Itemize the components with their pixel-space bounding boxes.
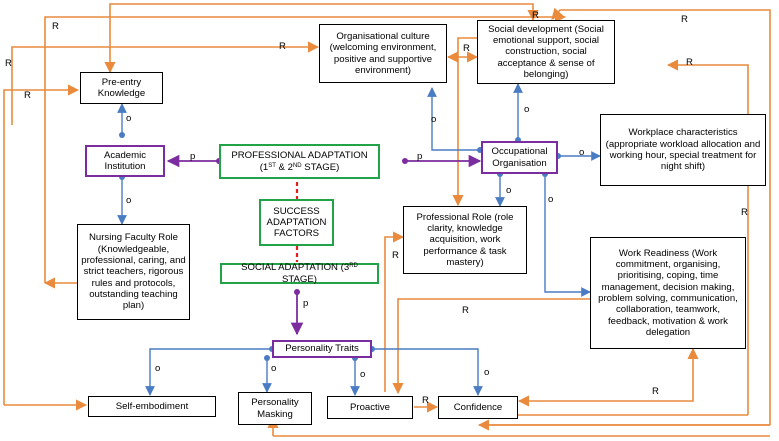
occupational-organisation-box: Occupational Organisation [481, 141, 558, 174]
edge-label-o: o [548, 194, 554, 205]
social-development-text: Social development (Social emotional sup… [488, 23, 604, 80]
edge-label-o: o [155, 363, 161, 374]
proactive-text: Proactive [350, 401, 390, 413]
r-line-workreadiness-proactive [392, 298, 590, 395]
organisational-culture-box: Organisational culture (welcoming enviro… [319, 24, 447, 83]
o-line-personality-confidence [372, 348, 483, 396]
edge-label-r: R [279, 41, 286, 52]
work-readiness-text: Work Readiness (Work commitment, organis… [598, 247, 738, 338]
edge-label-p: p [190, 151, 196, 162]
confidence-text: Confidence [453, 401, 503, 413]
r-line-right-inner [666, 59, 749, 415]
workplace-characteristics-box: Workplace characteristics (appropriate w… [600, 114, 766, 186]
r-line-preentry-culture [11, 41, 320, 125]
edge-label-r: R [5, 58, 12, 69]
nursing-faculty-role-box: Nursing Faculty Role (Knowledgeable, pro… [77, 224, 190, 320]
edge-label-o: o [126, 195, 132, 206]
r-line-confidence-workreadiness [517, 347, 699, 407]
p-dot [294, 289, 300, 295]
edge-label-r: R [463, 43, 470, 54]
professional-adaptation-text: PROFESSIONAL ADAPTATION [231, 150, 368, 162]
proactive-box: Proactive [327, 396, 413, 419]
edge-label-r: R [741, 207, 748, 218]
r-line-proactive-professionalrole [384, 231, 405, 392]
edge-label-r: R [681, 14, 688, 25]
social-adaptation-text: SOCIAL ADAPTATION (3RD STAGE) [241, 262, 358, 285]
pre-entry-knowledge-text: Pre-entry Knowledge [97, 76, 146, 99]
professional-adaptation-stage: (1ST & 2ND STAGE) [259, 161, 340, 173]
workplace-characteristics-text: Workplace characteristics (appropriate w… [605, 127, 761, 173]
o-line-occupational-workreadiness [544, 174, 591, 297]
edge-label-o: o [506, 185, 512, 196]
personality-traits-box: Personality Traits [272, 340, 372, 358]
edge-label-o: o [524, 104, 530, 115]
edge-label-r: R [52, 21, 59, 32]
o-line-occupational-culture [427, 87, 480, 151]
edge-label-r: R [392, 250, 399, 261]
p-dot [402, 158, 408, 164]
social-adaptation-box: SOCIAL ADAPTATION (3RD STAGE) [220, 262, 379, 285]
academic-institution-text: Academic Institution [103, 149, 147, 172]
occupational-organisation-text: Occupational Organisation [491, 146, 548, 169]
o-line-personality-selfembodiment [145, 348, 272, 396]
social-development-box: Social development (Social emotional sup… [477, 20, 615, 84]
edge-label-o: o [484, 367, 490, 378]
r-line-top-preentry [104, 3, 539, 74]
r-line-left-social [44, 11, 567, 283]
self-embodiment-box: Self-embodiment [88, 396, 216, 417]
personality-traits-text: Personality Traits [285, 343, 359, 355]
nursing-faculty-role-text: Nursing Faculty Role (Knowledgeable, pro… [81, 232, 186, 312]
edge-label-r: R [24, 90, 31, 101]
edge-label-o: o [579, 147, 585, 158]
success-adaptation-factors-box: SUCCESS ADAPTATION FACTORS [259, 199, 334, 246]
o-dot [119, 132, 125, 138]
edge-label-r: R [532, 10, 539, 21]
work-readiness-box: Work Readiness (Work commitment, organis… [590, 237, 746, 349]
edge-label-r: R [422, 395, 429, 406]
edge-label-o: o [126, 113, 132, 124]
self-embodiment-text: Self-embodiment [115, 400, 189, 412]
confidence-box: Confidence [438, 396, 518, 419]
edge-label-o: o [431, 114, 437, 125]
edge-label-r: R [686, 57, 693, 68]
r-line-preentry-left [3, 84, 80, 405]
success-adaptation-factors-text: SUCCESS ADAPTATION FACTORS [266, 205, 327, 240]
edge-label-p: p [303, 298, 309, 309]
edge-label-p: p [417, 151, 423, 162]
edge-label-o: o [360, 369, 366, 380]
organisational-culture-text: Organisational culture (welcoming enviro… [329, 30, 437, 76]
professional-adaptation-box: PROFESSIONAL ADAPTATION (1ST & 2ND STAGE… [219, 144, 380, 179]
o-dot [264, 355, 270, 361]
academic-institution-box: Academic Institution [85, 145, 165, 177]
edge-label-r: R [462, 305, 469, 316]
edge-label-o: o [271, 363, 277, 374]
personality-masking-box: Personality Masking [238, 392, 312, 425]
personality-masking-text: Personality Masking [251, 397, 299, 420]
pre-entry-knowledge-box: Pre-entry Knowledge [80, 72, 163, 104]
professional-role-text: Professional Role (role clarity, knowled… [416, 211, 514, 268]
edge-label-r: R [652, 386, 659, 397]
r-line-right-outer-social [551, 7, 771, 425]
professional-role-box: Professional Role (role clarity, knowled… [403, 206, 527, 274]
